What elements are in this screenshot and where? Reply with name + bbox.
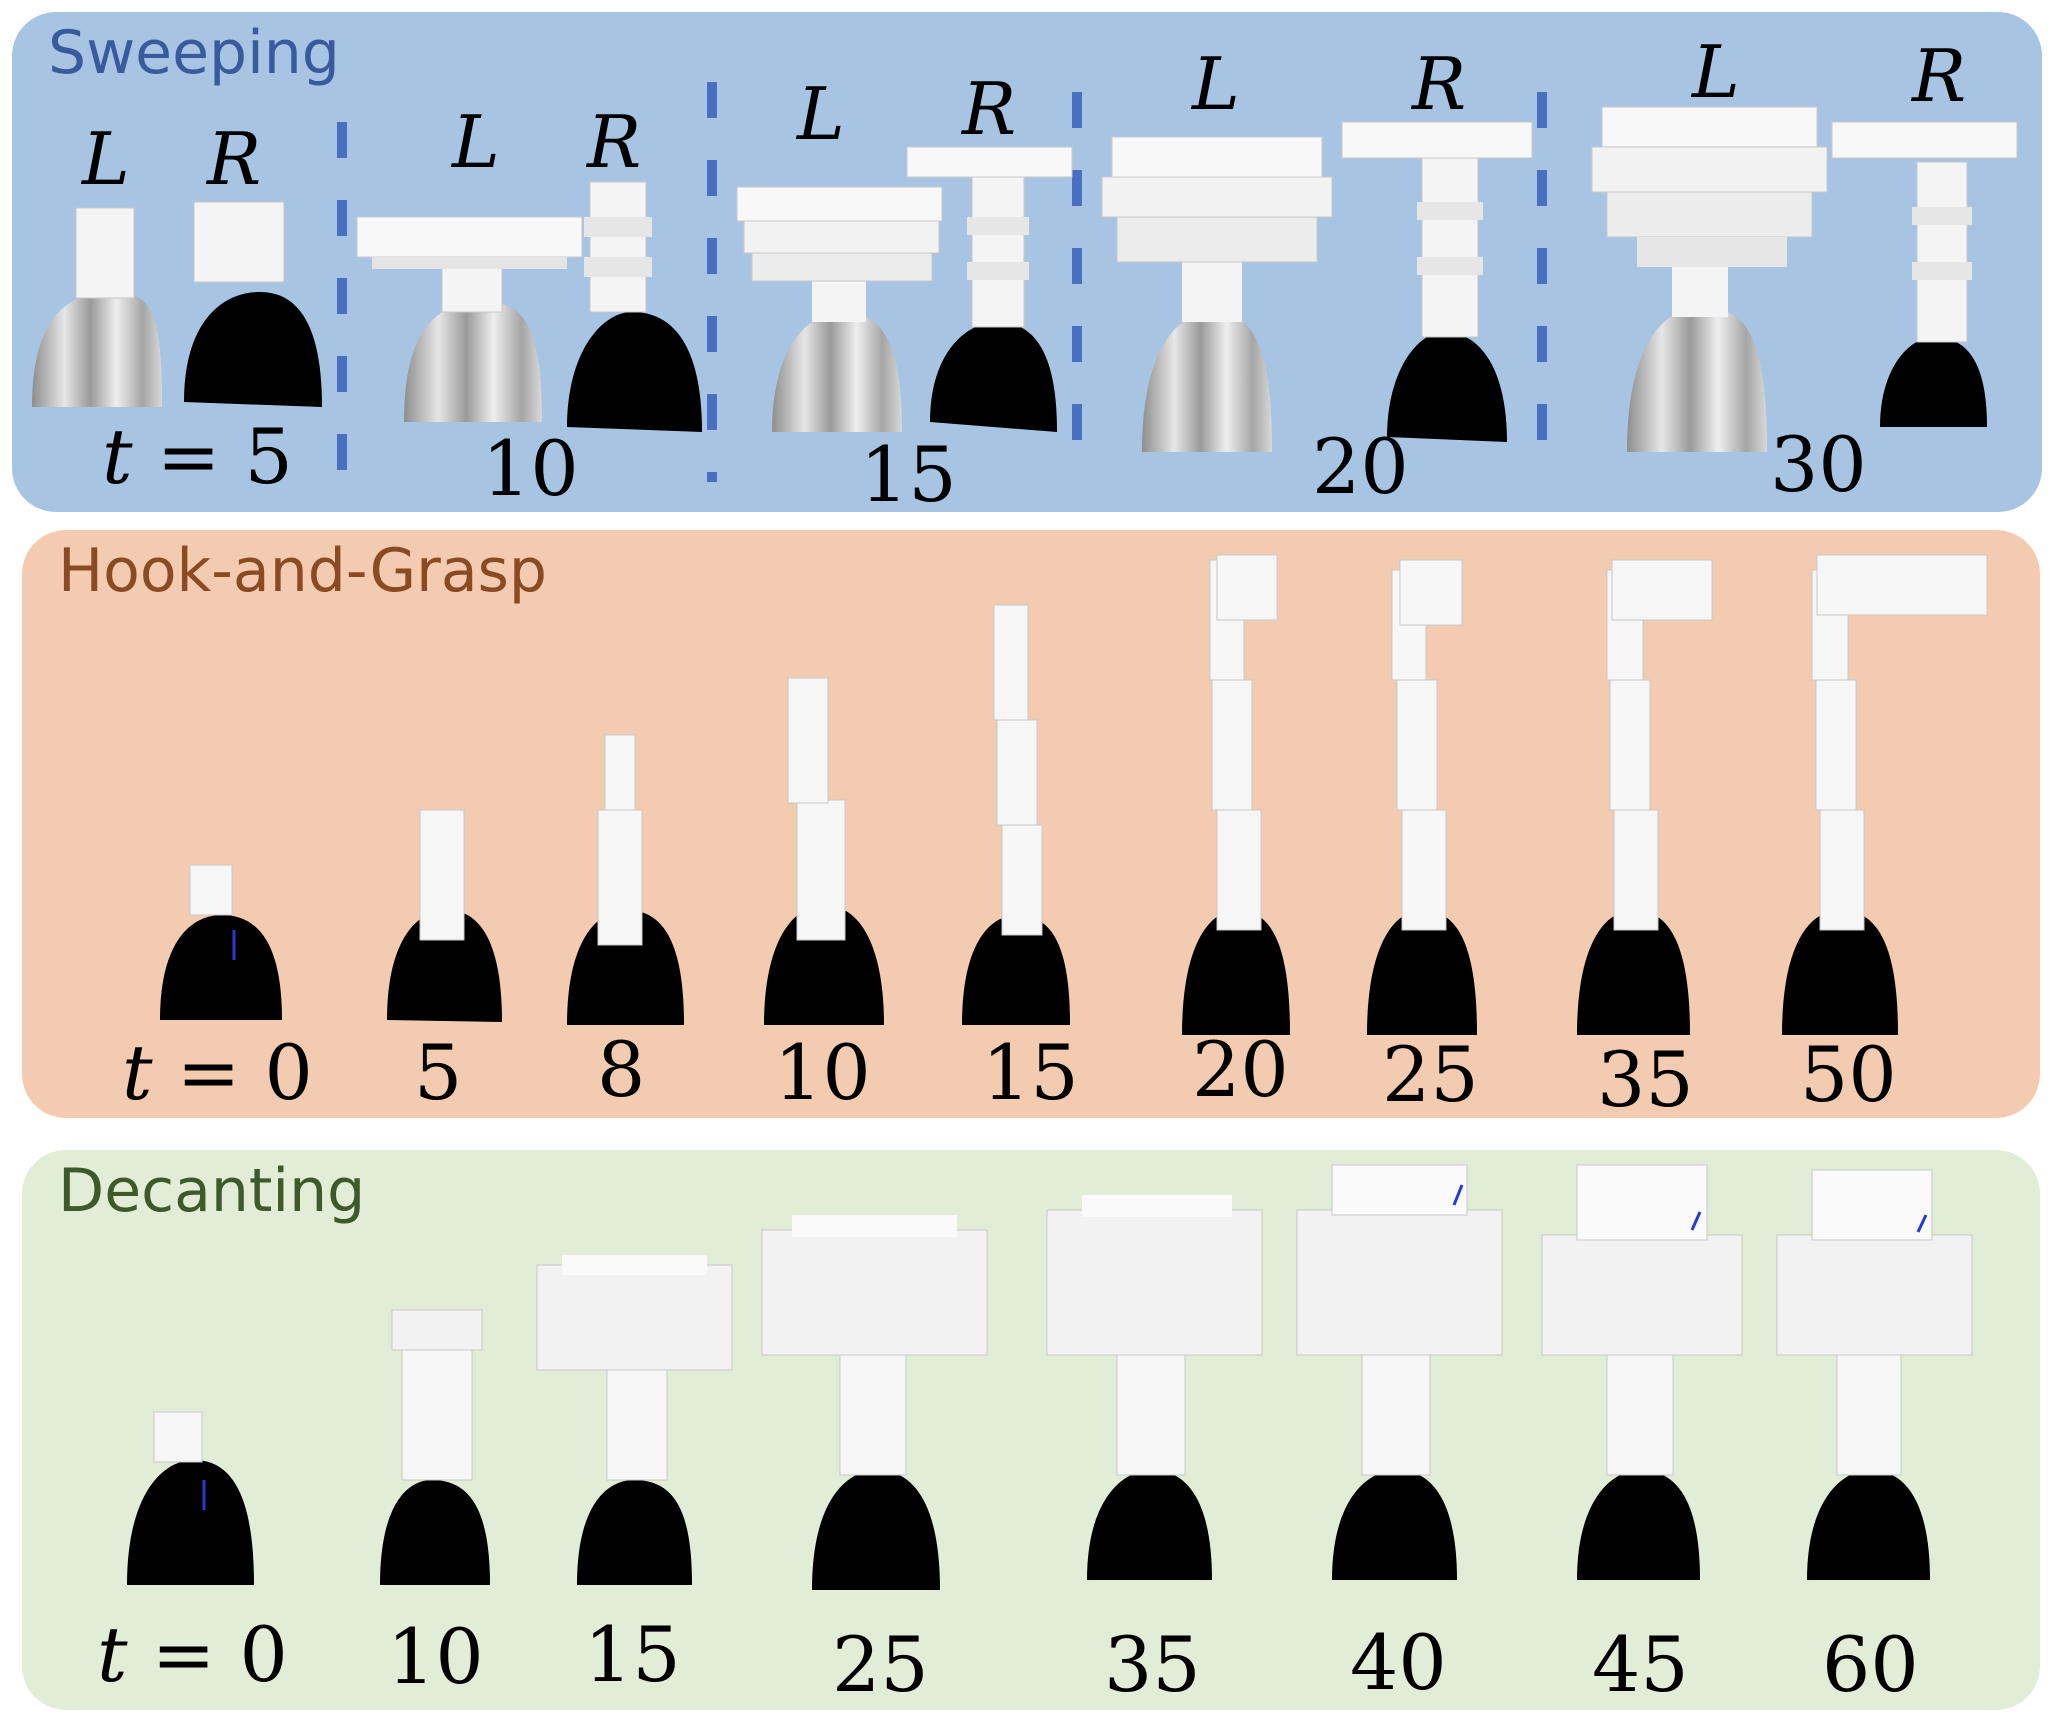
black-finger-icon (567, 734, 684, 1025)
time-label: 45 (1592, 1620, 1689, 1709)
black-finger-icon (1541, 1164, 1743, 1580)
time-label: 25 (1382, 1030, 1479, 1118)
time-label: 15 (860, 430, 957, 512)
time-label: 8 (597, 1025, 646, 1114)
hand-right-label: R (207, 117, 262, 201)
time-label: 40 (1350, 1618, 1447, 1707)
gray-finger-icon (356, 216, 583, 422)
gray-finger-icon (736, 186, 943, 432)
hook-and-grasp-panel: Hook-and-Grasp (22, 530, 2040, 1118)
gray-finger-icon (1101, 136, 1333, 452)
panel-title-hook-and-grasp: Hook-and-Grasp (58, 536, 547, 606)
decanting-illustration (127, 1164, 1973, 1590)
black-finger-icon (387, 809, 502, 1022)
time-label: 15 (982, 1028, 1079, 1117)
black-finger-icon (1367, 559, 1477, 1035)
black-finger-icon (1296, 1164, 1503, 1580)
time-label: 10 (387, 1612, 484, 1701)
black-finger-icon (1046, 1195, 1263, 1580)
hand-left-label: L (452, 100, 500, 184)
hand-right-label: R (1412, 42, 1467, 126)
hand-left-label: L (797, 72, 845, 156)
time-label: 35 (1597, 1035, 1694, 1118)
hand-right-label: R (1912, 34, 1967, 118)
time-label-start: t = 0 (122, 1028, 313, 1117)
time-label: 10 (482, 424, 579, 512)
black-finger-icon (906, 146, 1073, 432)
black-finger-icon (536, 1255, 733, 1585)
time-equals-value: = 0 (151, 1610, 288, 1699)
black-finger-icon (1577, 559, 1713, 1035)
time-label: 60 (1822, 1620, 1919, 1709)
black-finger-icon (160, 864, 282, 1020)
time-label: 25 (832, 1620, 929, 1709)
time-equals-value: = 0 (176, 1028, 313, 1117)
black-finger-icon (761, 1215, 988, 1590)
hand-right-label: R (587, 100, 642, 184)
black-finger-icon (184, 201, 322, 407)
time-label: 15 (584, 1610, 681, 1699)
time-variable: t (102, 412, 133, 501)
sweeping-illustration (32, 82, 2018, 482)
panel-title-decanting: Decanting (58, 1156, 366, 1226)
panel-title-sweeping: Sweeping (48, 18, 340, 88)
black-finger-icon (1341, 121, 1533, 442)
black-finger-icon (1782, 554, 1988, 1035)
time-label: 10 (774, 1028, 871, 1117)
black-finger-icon (1831, 121, 2018, 427)
hand-left-label: L (82, 117, 130, 201)
time-label: 5 (414, 1028, 463, 1117)
black-finger-icon (764, 677, 884, 1025)
hook-and-grasp-illustration (160, 554, 1988, 1035)
time-label-start: t = 0 (97, 1610, 288, 1699)
time-variable: t (122, 1028, 153, 1117)
black-finger-icon (380, 1309, 490, 1585)
time-label: 35 (1104, 1620, 1201, 1709)
gray-finger-icon (1591, 106, 1828, 452)
black-finger-icon (567, 181, 702, 432)
black-finger-icon (1776, 1169, 1973, 1580)
hand-left-label: L (1692, 30, 1740, 114)
time-equals-value: = 5 (156, 412, 293, 501)
time-label: 20 (1312, 422, 1409, 511)
sweeping-panel: Sweeping (12, 12, 2042, 512)
time-variable: t (97, 1610, 128, 1699)
hand-right-label: R (962, 67, 1017, 151)
time-label: 50 (1800, 1030, 1897, 1118)
black-finger-icon (1182, 554, 1290, 1035)
black-finger-icon (127, 1411, 254, 1585)
decanting-panel: Decanting (22, 1150, 2040, 1710)
black-finger-icon (962, 604, 1070, 1025)
dashed-divider (337, 82, 1547, 482)
gray-finger-icon (32, 207, 162, 407)
time-label: 20 (1192, 1025, 1289, 1114)
time-label: 30 (1770, 420, 1867, 509)
hand-left-label: L (1192, 42, 1240, 126)
time-label-start: t = 5 (102, 412, 293, 501)
